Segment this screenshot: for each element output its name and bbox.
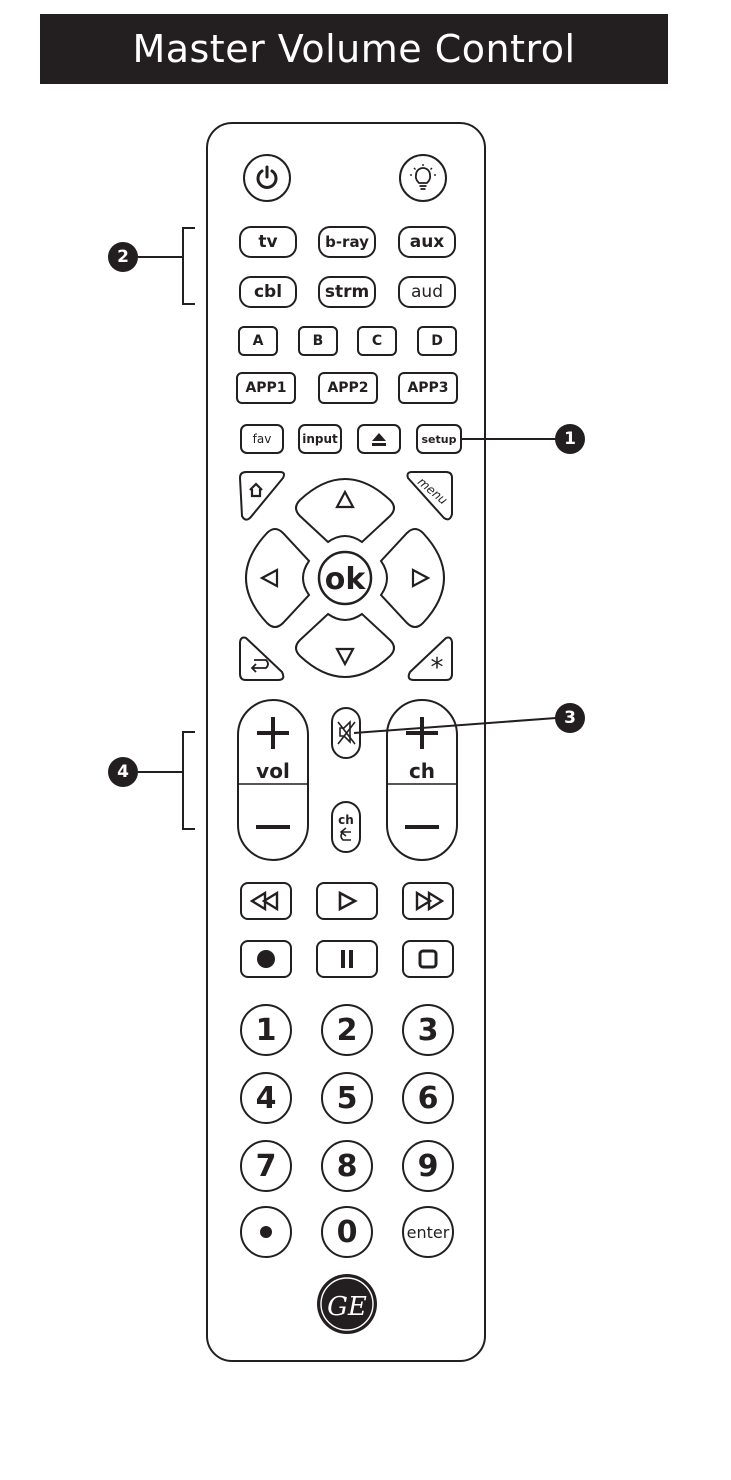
record-icon: [255, 948, 277, 970]
fast-forward-button[interactable]: [402, 882, 454, 920]
play-button[interactable]: [316, 882, 378, 920]
callout-4: 4: [108, 757, 138, 787]
rewind-icon: [249, 890, 283, 912]
callout-2: 2: [108, 242, 138, 272]
fav-button[interactable]: fav: [240, 424, 284, 454]
callout-1: 1: [555, 424, 585, 454]
strm-button[interactable]: strm: [318, 276, 376, 308]
callout-3: 3: [555, 703, 585, 733]
pause-icon: [336, 948, 358, 970]
eject-button[interactable]: [357, 424, 401, 454]
cbl-button[interactable]: cbl: [239, 276, 297, 308]
stop-icon: [417, 948, 439, 970]
input-button[interactable]: input: [298, 424, 342, 454]
number-button-5[interactable]: 5: [321, 1072, 373, 1124]
play-icon: [336, 890, 358, 912]
number-button-2[interactable]: 2: [321, 1004, 373, 1056]
app2-button[interactable]: APP2: [318, 372, 378, 404]
fast-forward-icon: [411, 890, 445, 912]
app3-button[interactable]: APP3: [398, 372, 458, 404]
eject-icon: [370, 431, 388, 447]
pause-button[interactable]: [316, 940, 378, 978]
stop-button[interactable]: [402, 940, 454, 978]
number-button-4[interactable]: 4: [240, 1072, 292, 1124]
number-button-6[interactable]: 6: [402, 1072, 454, 1124]
a-button[interactable]: A: [238, 326, 278, 356]
number-button-7[interactable]: 7: [240, 1140, 292, 1192]
light-bulb-icon: [408, 163, 438, 193]
power-icon: [253, 164, 281, 192]
aud-button[interactable]: aud: [398, 276, 456, 308]
dot-button[interactable]: [240, 1206, 292, 1258]
number-button-3[interactable]: 3: [402, 1004, 454, 1056]
number-button-0[interactable]: 0: [321, 1206, 373, 1258]
setup-button[interactable]: setup: [416, 424, 462, 454]
dot-icon: [259, 1225, 273, 1239]
enter-button[interactable]: enter: [402, 1206, 454, 1258]
light-button[interactable]: [399, 154, 447, 202]
power-button[interactable]: [243, 154, 291, 202]
number-button-8[interactable]: 8: [321, 1140, 373, 1192]
bray-button[interactable]: b-ray: [318, 226, 376, 258]
tv-button[interactable]: tv: [239, 226, 297, 258]
aux-button[interactable]: aux: [398, 226, 456, 258]
app1-button[interactable]: APP1: [236, 372, 296, 404]
page-title: Master Volume Control: [40, 14, 668, 84]
number-button-1[interactable]: 1: [240, 1004, 292, 1056]
d-button[interactable]: D: [417, 326, 457, 356]
record-button[interactable]: [240, 940, 292, 978]
number-button-9[interactable]: 9: [402, 1140, 454, 1192]
c-button[interactable]: C: [357, 326, 397, 356]
b-button[interactable]: B: [298, 326, 338, 356]
rewind-button[interactable]: [240, 882, 292, 920]
